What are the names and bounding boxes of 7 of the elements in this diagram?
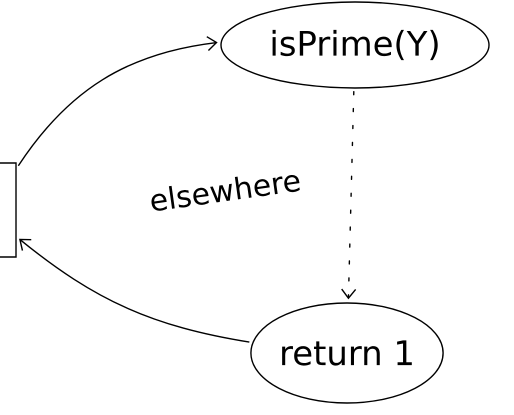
oval-node: return 1 <box>250 302 444 404</box>
edge-label: elsewhere <box>146 166 304 214</box>
arrow <box>341 90 356 300</box>
box <box>0 162 17 258</box>
oval-node: isPrime(Y) <box>220 1 490 89</box>
arrow <box>19 238 250 343</box>
arrow <box>18 36 218 166</box>
